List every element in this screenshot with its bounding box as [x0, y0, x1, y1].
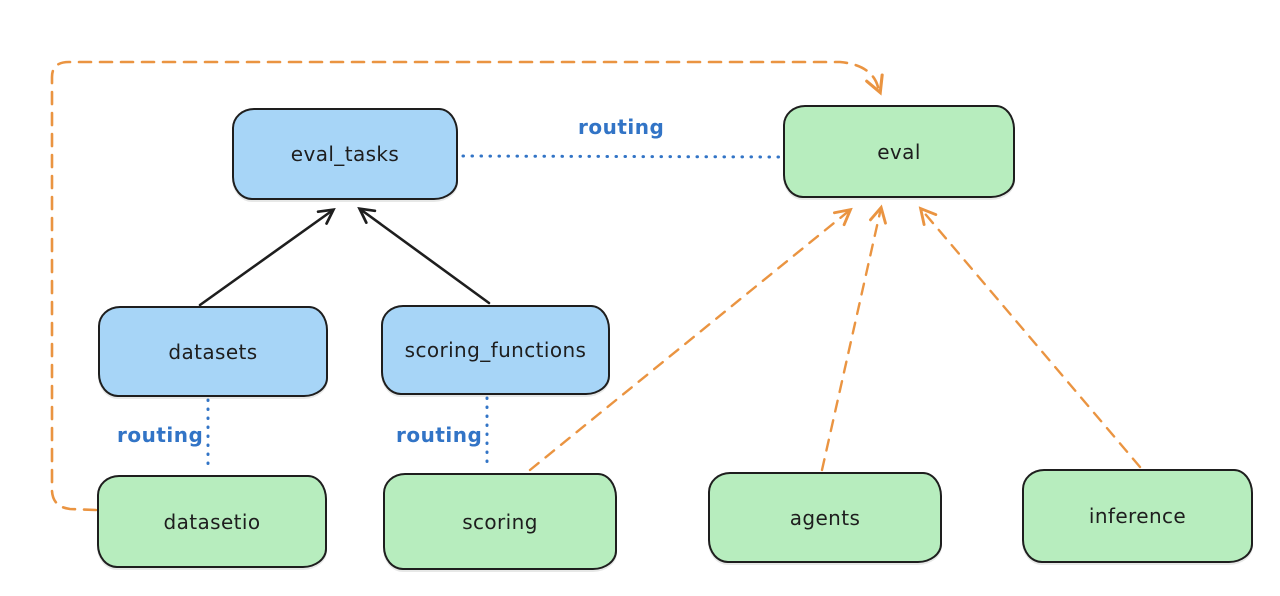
node-scoring-functions: scoring_functions	[381, 305, 610, 395]
node-scoring-functions-label: scoring_functions	[404, 338, 587, 362]
node-eval: eval	[783, 105, 1015, 198]
edge-agents-to-eval	[820, 208, 881, 472]
node-eval-label: eval	[877, 139, 921, 164]
edge-datasetio-to-eval-loop	[50, 60, 880, 512]
node-scoring: scoring	[383, 473, 617, 570]
node-scoring-label: scoring	[462, 509, 538, 534]
node-eval-tasks: eval_tasks	[232, 108, 458, 200]
routing-label-eval-tasks-eval: routing	[578, 115, 665, 139]
node-datasetio-label: datasetio	[163, 509, 261, 534]
edge-datasets-to-eval_tasks	[198, 210, 333, 307]
node-inference-label: inference	[1088, 504, 1187, 528]
node-datasets: datasets	[98, 306, 328, 397]
node-agents: agents	[708, 472, 942, 563]
node-agents-label: agents	[789, 505, 861, 530]
node-datasets-label: datasets	[168, 339, 258, 364]
edge-scoring-to-eval	[528, 210, 850, 472]
edge-scoring_functions-to-eval_tasks	[360, 209, 491, 305]
routing-label-scoring-functions-scoring: routing	[396, 423, 483, 447]
edge-eval_tasks-to-eval-routing	[461, 154, 782, 159]
node-inference: inference	[1022, 469, 1253, 563]
edge-inference-to-eval	[921, 209, 1142, 469]
node-datasetio: datasetio	[97, 475, 327, 568]
routing-label-datasets-datasetio: routing	[117, 423, 204, 447]
node-eval-tasks-label: eval_tasks	[290, 142, 400, 166]
